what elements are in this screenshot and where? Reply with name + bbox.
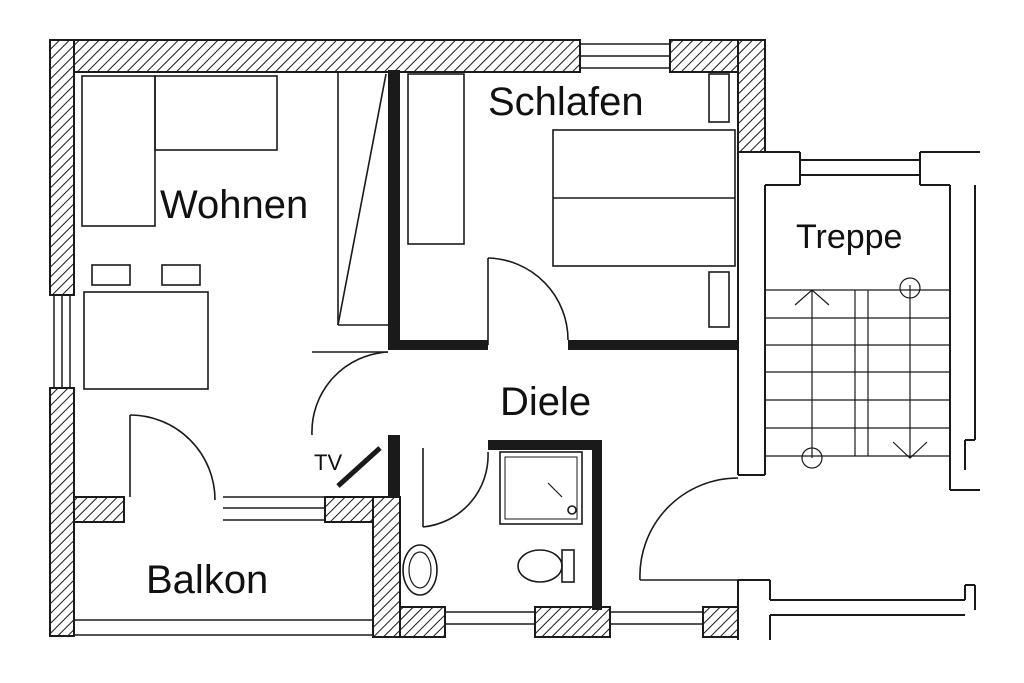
interior-walls bbox=[388, 70, 738, 610]
nightstand-bottom bbox=[708, 271, 730, 328]
tv-label: TV bbox=[314, 450, 342, 475]
doors bbox=[129, 257, 739, 581]
chair-2 bbox=[161, 264, 201, 286]
wall-schlafen-bottom-right bbox=[568, 340, 738, 350]
wall-tv-stub bbox=[388, 435, 400, 497]
dining-table bbox=[83, 291, 209, 390]
room-label-schlafen: Schlafen bbox=[488, 80, 644, 124]
wall-right-schlafen bbox=[737, 39, 766, 153]
wall-top-left bbox=[49, 39, 581, 73]
wall-wohnen-schlafen bbox=[388, 70, 400, 350]
windows bbox=[53, 43, 703, 636]
nightstand-top bbox=[708, 73, 730, 123]
wall-bath-top bbox=[488, 440, 598, 450]
toilet bbox=[517, 549, 563, 583]
exterior-walls bbox=[49, 39, 766, 638]
wall-schlafen-bottom-left bbox=[400, 340, 488, 350]
wall-bottom-left bbox=[399, 606, 446, 638]
furniture bbox=[81, 72, 736, 596]
stairwell bbox=[737, 151, 980, 640]
wall-left-upper bbox=[49, 39, 75, 296]
wall-left-lower bbox=[49, 387, 75, 637]
wardrobe-schlafen bbox=[407, 73, 465, 245]
chair-1 bbox=[91, 264, 131, 286]
wall-bottom-right bbox=[702, 606, 739, 638]
wall-bottom-mid bbox=[534, 606, 611, 638]
stair-treads bbox=[765, 277, 950, 469]
washbasin bbox=[402, 544, 438, 596]
sofa-seat bbox=[154, 75, 278, 151]
room-label-diele: Diele bbox=[500, 380, 591, 424]
wall-bath-outer bbox=[372, 496, 401, 638]
room-label-balkon: Balkon bbox=[146, 558, 268, 602]
shower-tray bbox=[499, 451, 583, 525]
room-label-treppe: Treppe bbox=[796, 218, 902, 256]
room-label-wohnen: Wohnen bbox=[160, 183, 308, 227]
sofa-back bbox=[81, 75, 156, 227]
wall-bath-right bbox=[592, 440, 602, 610]
wall-balkon-left bbox=[73, 496, 125, 523]
